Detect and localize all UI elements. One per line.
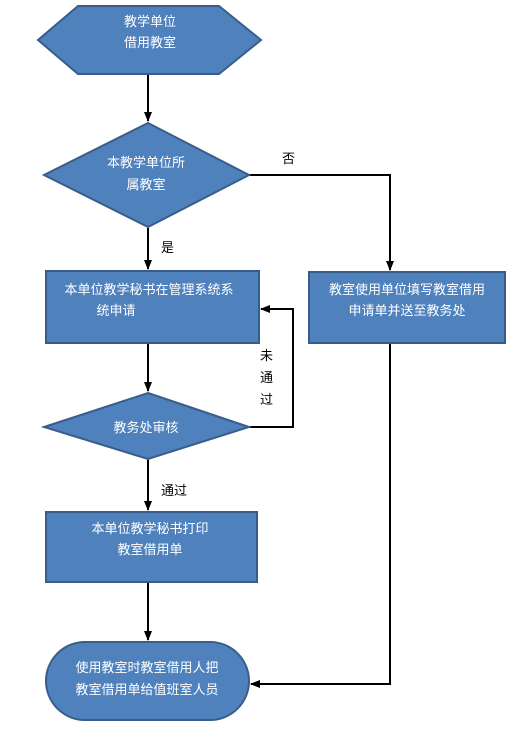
decision-own-classroom-line2: 属教室 [126, 177, 165, 193]
decision-own-classroom [41, 121, 252, 229]
start-node-line1: 教学单位 [124, 14, 176, 30]
start-node [36, 5, 263, 75]
edge-decision-no [249, 174, 394, 271]
end-node [45, 641, 250, 721]
edge-label-yes: 是 [161, 241, 174, 256]
other-unit-apply-line1: 教室使用单位填写教室借用 [329, 282, 485, 298]
other-unit-apply-box [308, 271, 506, 344]
edge-review-not-passed [249, 305, 294, 428]
print-form-line1: 本单位教学秘书打印 [91, 521, 208, 537]
review-decision [40, 391, 253, 461]
secretary-apply-box [45, 270, 260, 344]
edge-label-no: 否 [282, 152, 295, 167]
edge-other-unit-to-end [250, 344, 391, 688]
edge-label-not-passed-3: 过 [260, 393, 273, 408]
edge-label-not-passed-1: 未 [260, 349, 273, 364]
edge-label-not-passed-2: 通 [260, 371, 273, 386]
secretary-apply-line1: 本单位教学秘书在管理系统系 [64, 282, 233, 298]
decision-own-classroom-line1: 本教学单位所 [107, 155, 185, 171]
review-decision-text: 教务处审核 [113, 420, 178, 436]
end-node-line2: 教室借用单给值班室人员 [75, 682, 218, 698]
edge-label-passed: 通过 [161, 484, 187, 499]
other-unit-apply-line2: 申请单并送至教务处 [348, 303, 465, 319]
start-node-line2: 借用教室 [124, 35, 176, 51]
print-form-box [45, 511, 258, 583]
secretary-apply-line2: 统申请 [96, 304, 135, 319]
print-form-line2: 教室借用单 [117, 542, 182, 558]
end-node-line1: 使用教室时教室借用人把 [75, 660, 218, 676]
